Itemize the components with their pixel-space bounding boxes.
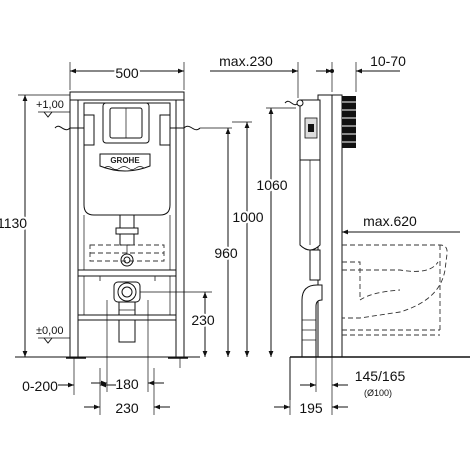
dim-width-500: 500 xyxy=(115,65,139,81)
level-top: +1,00 xyxy=(36,99,64,111)
dim-max-230: max.230 xyxy=(219,53,273,69)
pipe-diameter: (Ø100) xyxy=(364,388,392,398)
dim-height-1130: 1130 xyxy=(0,215,27,231)
frame-cross-bar xyxy=(77,269,177,277)
dim-height-1060: 1060 xyxy=(256,177,287,193)
dim-145-165: 145/165 xyxy=(355,368,406,384)
frame-top-bar xyxy=(69,91,185,101)
front-view: GROHE xyxy=(15,91,201,368)
side-dimensions: max.230 10-70 max.620 145/165 (Ø100) 195 xyxy=(210,53,460,416)
side-view xyxy=(284,94,470,400)
drain-elbow xyxy=(301,284,323,358)
dim-offset-0-200: 0-200 xyxy=(22,378,58,394)
front-dimensions: 500 1130 +1,00 ±0,00 0-200 180 230 xyxy=(0,62,296,416)
svg-text:GROHE: GROHE xyxy=(110,156,140,165)
level-zero: ±0,00 xyxy=(36,325,63,337)
water-inlet-left xyxy=(54,125,84,131)
frame-right-post xyxy=(175,94,185,358)
wall-section xyxy=(331,94,343,358)
dim-height-230: 230 xyxy=(191,312,215,328)
toilet-outline xyxy=(342,244,448,319)
grohe-logo: GROHE xyxy=(99,153,151,172)
dim-195: 195 xyxy=(299,400,323,416)
frame-left-post xyxy=(69,94,79,358)
dim-height-1000: 1000 xyxy=(232,209,263,225)
dim-spacing-180: 180 xyxy=(115,376,139,392)
dim-height-960: 960 xyxy=(214,245,238,261)
drain-outlet xyxy=(113,281,141,343)
dim-10-70: 10-70 xyxy=(370,53,406,69)
dim-max-620: max.620 xyxy=(363,213,417,229)
dim-spacing-230: 230 xyxy=(115,400,139,416)
water-inlet-right xyxy=(170,125,201,131)
